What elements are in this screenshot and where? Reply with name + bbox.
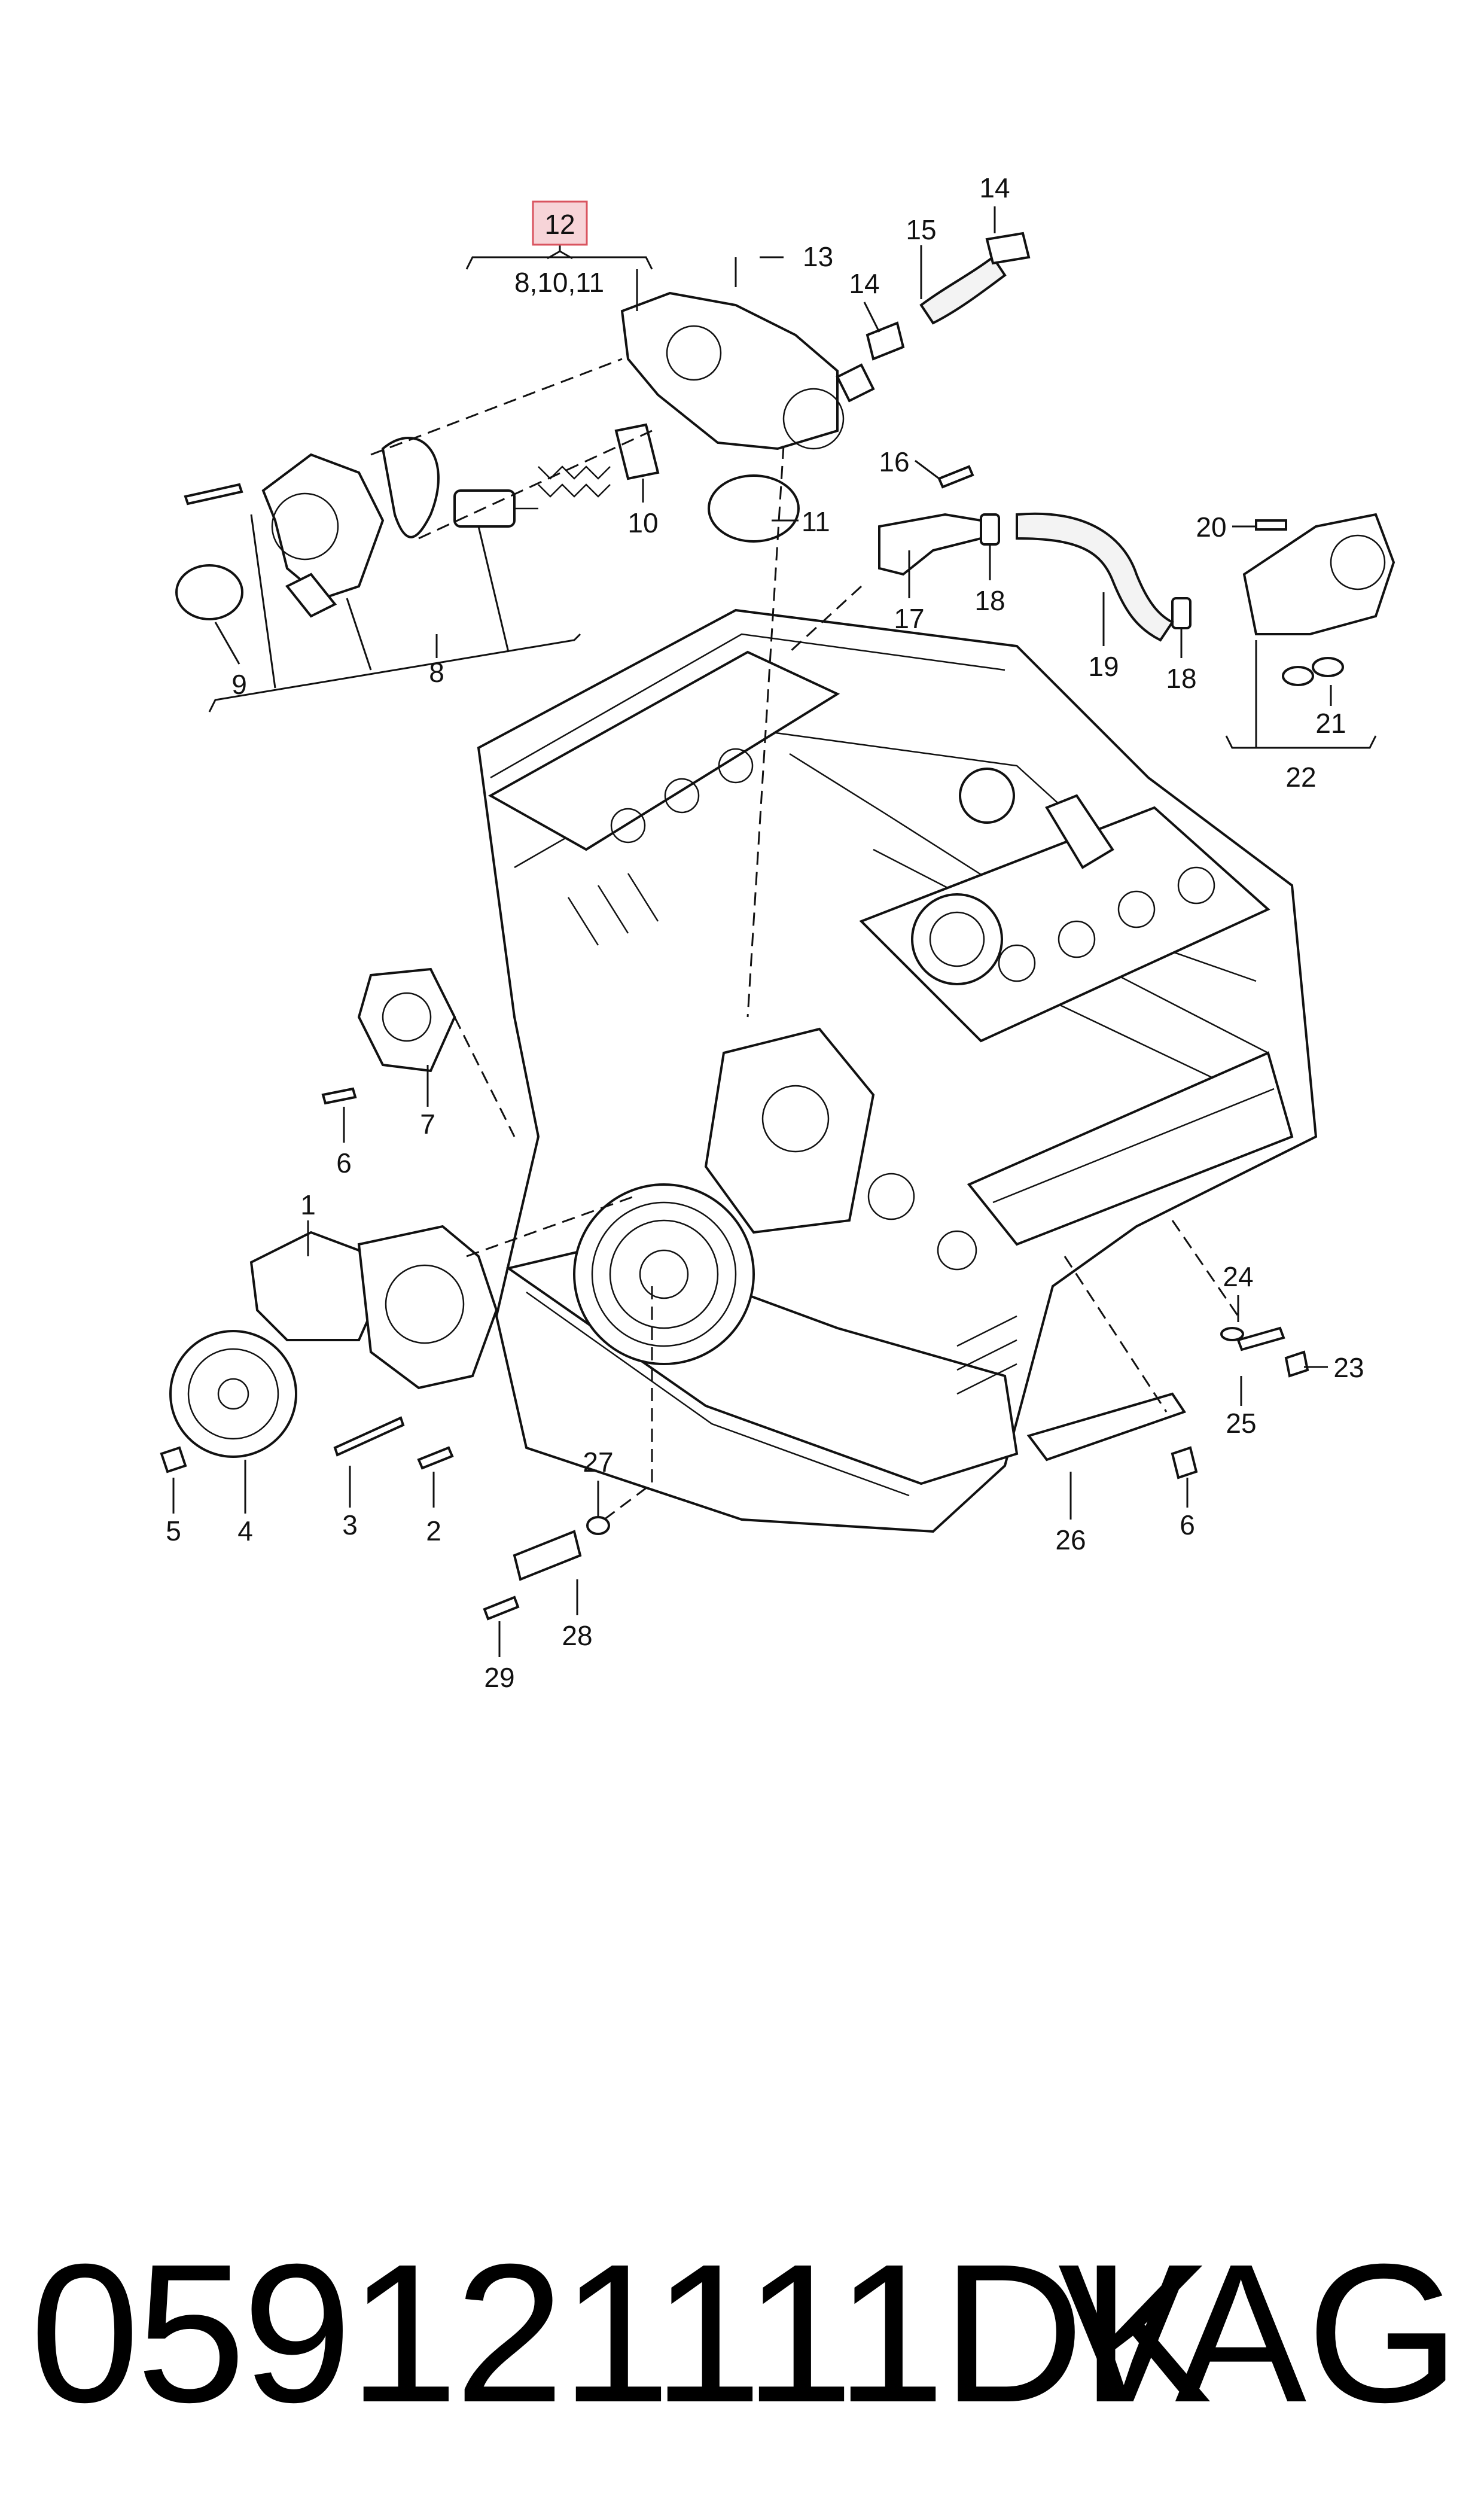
part-number: 059121111DK [30,2222,1212,2443]
callout-15: 15 [906,214,936,245]
brand-label: VAG [1058,2222,1460,2443]
water-pump-pulley [169,1330,297,1458]
callout-17: 17 [894,603,924,634]
callout-1: 1 [300,1189,316,1220]
callout-6-right: 6 [1180,1509,1195,1540]
callout-14-top: 14 [979,172,1010,203]
callout-18-left: 18 [974,585,1005,616]
sensor-and-small-parts [483,1220,1309,1621]
group-label-8: 8 [429,657,444,688]
group-label-8-10-11: 8,10,11 [514,267,604,298]
callout-28: 28 [562,1620,592,1651]
callout-29: 29 [484,1662,514,1693]
callout-23: 23 [1333,1352,1364,1383]
callout-5: 5 [166,1515,181,1546]
callout-7: 7 [420,1109,435,1140]
callout-12: 12 [544,209,575,240]
callout-18-right: 18 [1166,663,1196,694]
callout-6-left: 6 [336,1147,352,1179]
leader-lines [172,206,1377,1657]
callout-27: 27 [583,1447,613,1478]
hoses-and-fittings [746,232,1395,1018]
footer: 059121111DK VAG [0,2213,1484,2453]
callout-3: 3 [342,1509,358,1540]
callout-19: 19 [1088,651,1119,682]
callout-20: 20 [1196,511,1226,543]
callout-13: 13 [803,241,833,272]
callout-24: 24 [1223,1261,1253,1292]
callout-labels: 8,10,11 13 14 15 14 10 11 16 17 18 19 18… [166,172,1364,1693]
callout-9: 9 [231,669,247,700]
highlight-callout-12[interactable]: 12 [532,200,588,246]
callout-25: 25 [1226,1408,1256,1439]
callout-14-left: 14 [849,268,879,299]
group-label-22: 22 [1285,762,1316,793]
callout-10: 10 [627,507,658,538]
engine-block [477,608,1318,1533]
callout-11: 11 [802,506,830,537]
callout-26: 26 [1055,1524,1086,1555]
coolant-housing-assembly [175,291,875,620]
water-pump-assembly [160,967,635,1473]
highlight-box [532,200,588,246]
callout-4: 4 [237,1515,253,1546]
exploded-parts-diagram: 12 8,10,11 13 14 15 14 10 11 16 17 18 19… [160,172,1395,1693]
callout-21: 21 [1315,708,1346,739]
callout-2: 2 [426,1515,441,1546]
crank-pulley [573,1183,755,1365]
callout-16: 16 [879,446,909,477]
